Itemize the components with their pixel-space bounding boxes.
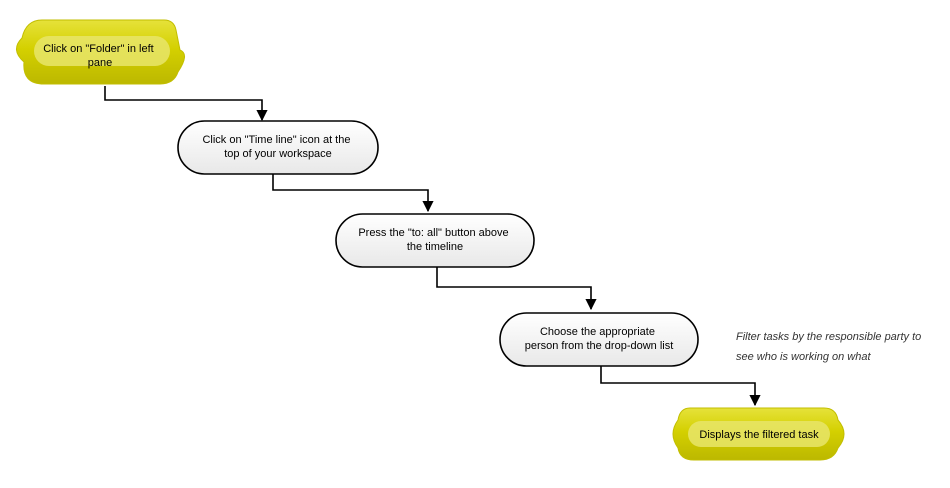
connector-step3-to-end xyxy=(600,364,761,407)
step2-label-line-2: the timeline xyxy=(407,241,463,253)
step3-process-shape xyxy=(499,312,699,367)
step3-label-line-2: person from the drop-down list xyxy=(525,340,674,352)
end-label-line-1: Displays the filtered task xyxy=(699,429,819,441)
connector-start-to-step1 xyxy=(104,86,268,122)
connector-step2-to-step3 xyxy=(436,266,597,311)
step3-label-line-1: Choose the appropriate xyxy=(540,326,655,338)
end-terminal-node: Displays the filtered task xyxy=(672,407,845,461)
end-terminal-highlight xyxy=(688,421,830,447)
start-node-label: Click on "Folder" in left pane xyxy=(43,43,157,69)
step2-node-label: Press the "to: all" button above the tim… xyxy=(358,227,511,253)
step1-process-node: Click on "Time line" icon at the top of … xyxy=(177,120,379,175)
step2-label-line-1: Press the "to: all" button above xyxy=(358,227,508,239)
annotation-line-2: see who is working on what xyxy=(736,351,871,363)
connector-step1-to-step2 xyxy=(272,173,434,213)
start-label-line-2: pane xyxy=(88,57,112,69)
step1-label-line-2: top of your workspace xyxy=(224,148,332,160)
connectors-layer xyxy=(104,86,761,407)
annotation-line-1: Filter tasks by the responsible party to xyxy=(736,331,921,343)
step2-process-node: Press the "to: all" button above the tim… xyxy=(335,213,535,268)
start-terminal-highlight xyxy=(34,36,170,66)
start-terminal-node: Click on "Folder" in left pane xyxy=(16,19,185,85)
start-label-line-1: Click on "Folder" in left xyxy=(43,43,154,55)
step1-process-shape xyxy=(177,120,379,175)
step2-process-shape xyxy=(335,213,535,268)
step3-annotation: Filter tasks by the responsible party to… xyxy=(736,331,924,363)
step3-process-node: Choose the appropriate person from the d… xyxy=(499,312,699,367)
step3-node-label: Choose the appropriate person from the d… xyxy=(525,326,674,352)
end-node-label: Displays the filtered task xyxy=(699,429,819,441)
step1-label-line-1: Click on "Time line" icon at the xyxy=(202,134,350,146)
step1-node-label: Click on "Time line" icon at the top of … xyxy=(202,134,353,160)
